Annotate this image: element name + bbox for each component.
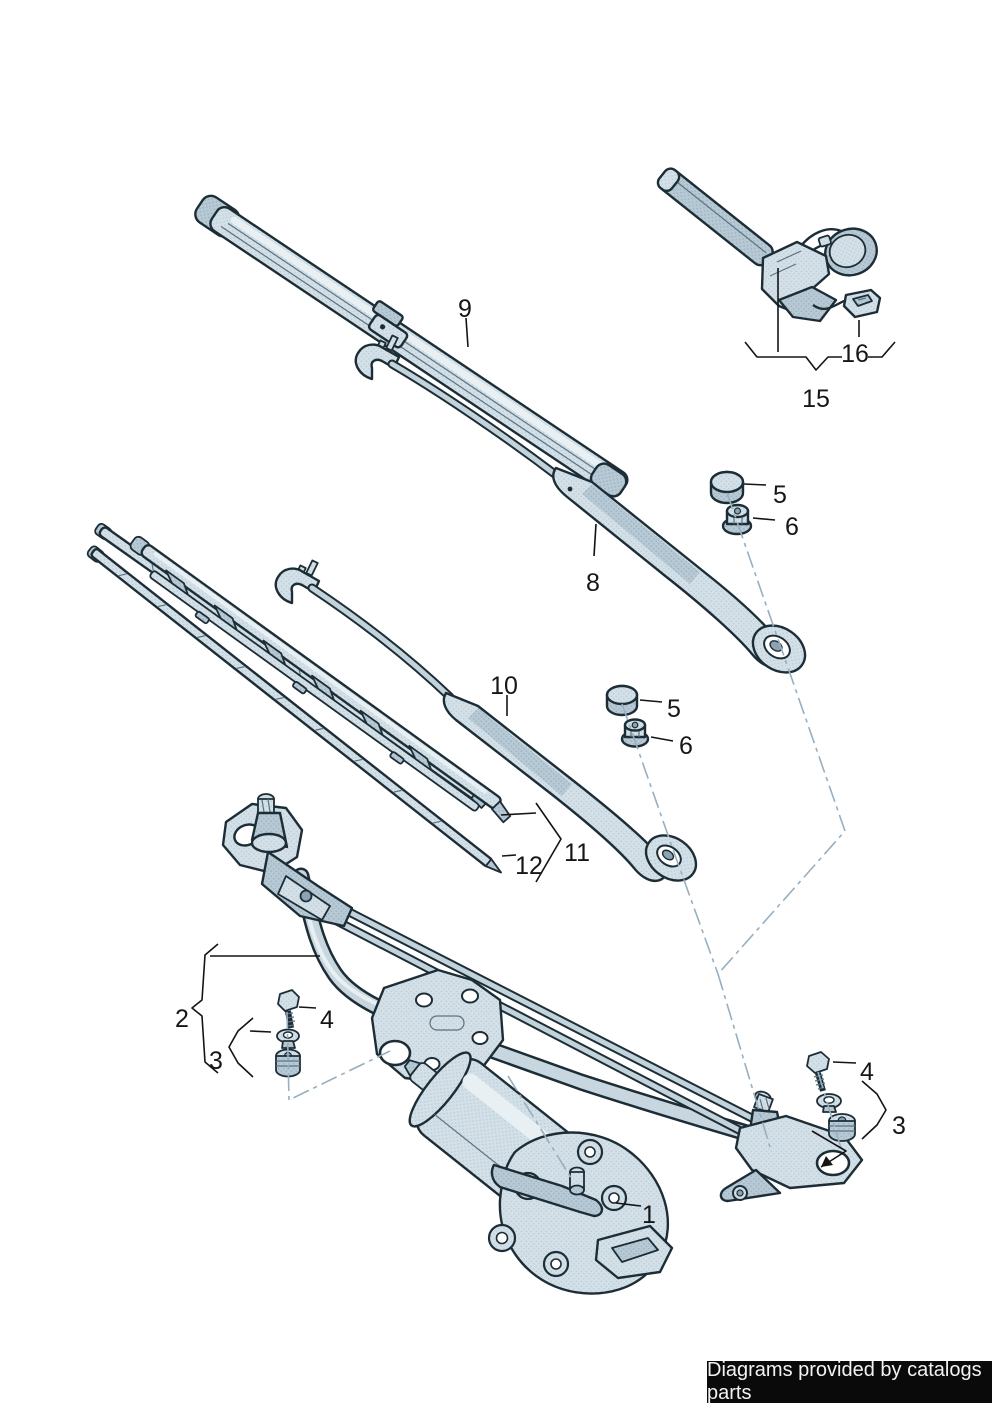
callout-label-motor: 1 bbox=[642, 1201, 656, 1229]
callout-label-nut-left: 6 bbox=[679, 732, 693, 760]
motor-crank-stud bbox=[569, 1166, 585, 1196]
wiper-motor bbox=[403, 1051, 674, 1295]
wiper-arm-left bbox=[274, 559, 698, 882]
callout-label-cap-right: 5 bbox=[773, 481, 787, 509]
cable-connector-plug bbox=[842, 288, 882, 319]
footer-credit-bar: Diagrams provided by catalogs parts bbox=[707, 1359, 992, 1403]
callout-label-nut-right: 6 bbox=[785, 513, 799, 541]
wiper-blade-left-frame bbox=[129, 535, 512, 824]
callout-leaders bbox=[191, 268, 896, 1207]
cap-left bbox=[605, 684, 639, 717]
cap-right bbox=[709, 470, 745, 505]
callout-label-screw-left: 4 bbox=[320, 1006, 334, 1034]
callout-labels: 1 2 3 4 5 6 8 9 10 5 6 11 12 15 16 4 3 bbox=[175, 295, 906, 1229]
callout-label-arm-left: 10 bbox=[490, 672, 518, 700]
callout-label-heated-blade: 15 bbox=[802, 385, 830, 413]
motor-connector bbox=[594, 1224, 674, 1280]
wiper-blade-refill bbox=[86, 545, 502, 874]
heated-wiper-blade-assembly bbox=[656, 167, 882, 323]
footer-credit-text: Diagrams provided by catalogs parts bbox=[707, 1359, 982, 1403]
screw-left bbox=[277, 989, 300, 1029]
washer-right bbox=[816, 1093, 842, 1113]
assembly-axis-lines bbox=[286, 492, 846, 1182]
callout-label-connector: 16 bbox=[841, 340, 869, 368]
nut-right bbox=[721, 503, 753, 536]
screw-right bbox=[806, 1051, 830, 1092]
linkage-frame bbox=[221, 793, 864, 1203]
left-pivot-shaft bbox=[250, 793, 289, 854]
wiper-blade-right-aero bbox=[194, 194, 629, 498]
wiper-arm-right bbox=[354, 334, 807, 674]
callout-label-grommet-left: 3 bbox=[209, 1047, 223, 1075]
callout-label-blade-right: 9 bbox=[458, 295, 472, 323]
grommet-right bbox=[828, 1113, 856, 1142]
callout-label-blade-left: 11 bbox=[564, 839, 590, 867]
callout-label-grommet-right: 3 bbox=[892, 1112, 906, 1140]
callout-label-linkage: 2 bbox=[175, 1005, 189, 1033]
callout-label-arm-right: 8 bbox=[586, 569, 600, 597]
callout-label-cap-left: 5 bbox=[667, 695, 681, 723]
callout-label-screw-right: 4 bbox=[860, 1058, 874, 1086]
callout-label-refill: 12 bbox=[515, 852, 543, 880]
